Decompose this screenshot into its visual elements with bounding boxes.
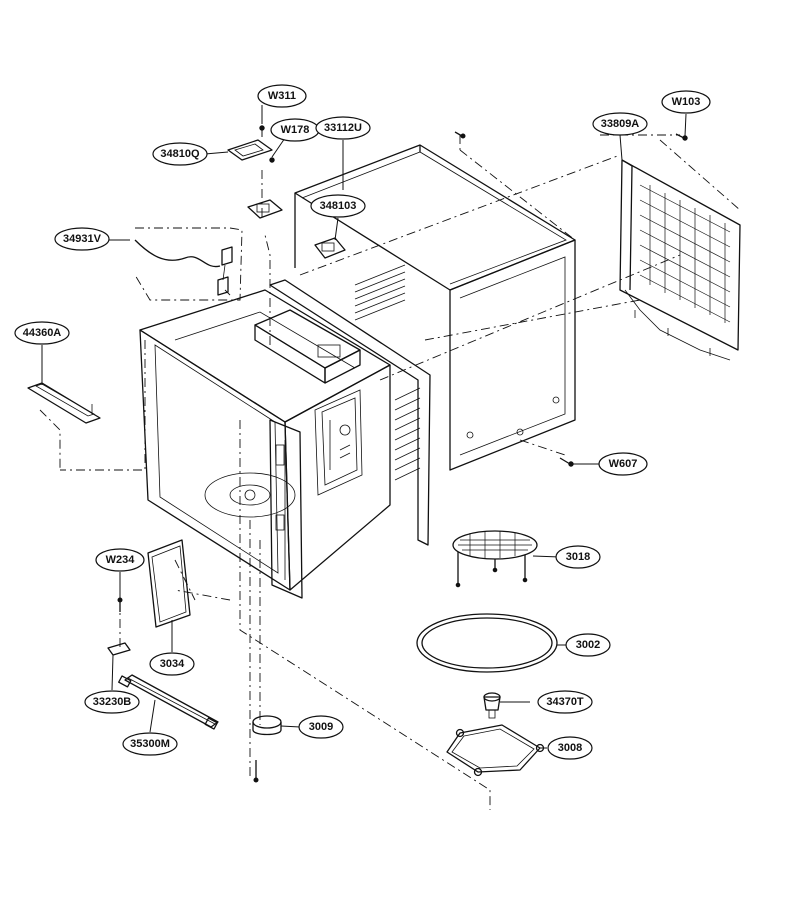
callout-3009-label: 3009 — [309, 721, 333, 733]
callout-w178: W178 — [270, 118, 320, 142]
part-w607-screw — [559, 457, 574, 467]
callout-34370t: 34370T — [537, 690, 593, 714]
callout-w103-ellipse — [661, 90, 711, 114]
callout-33809a: 33809A — [592, 112, 648, 136]
callout-348103-ellipse — [310, 194, 366, 218]
callout-34931v-label: 34931V — [63, 233, 102, 245]
callout-33230b-ellipse — [84, 690, 140, 714]
part-3009-lamp — [252, 715, 282, 783]
back-grille-cover — [619, 159, 741, 361]
callout-44360a-label: 44360A — [23, 327, 62, 339]
callout-348103: 348103 — [310, 194, 366, 218]
part-3008-roller-guide — [446, 724, 545, 777]
part-3018-rack — [452, 530, 538, 588]
part-44360a-bracket — [27, 375, 101, 424]
callout-3008-label: 3008 — [558, 742, 582, 754]
callout-33230b: 33230B — [84, 690, 140, 714]
callout-w311: W311 — [257, 84, 307, 108]
callout-34931v-ellipse — [54, 227, 110, 251]
part-348103 — [247, 199, 346, 259]
part-35300m-heater — [118, 674, 219, 730]
callout-35300m-label: 35300M — [130, 738, 170, 750]
callout-w607-label: W607 — [609, 458, 638, 470]
callout-44360a-ellipse — [14, 321, 70, 345]
callout-3034: 3034 — [149, 652, 195, 676]
callout-35300m-ellipse — [122, 732, 178, 756]
callout-3008: 3008 — [547, 736, 593, 760]
callout-33112u-label: 33112U — [324, 122, 362, 134]
control-board — [314, 389, 363, 496]
callout-3018-ellipse — [555, 545, 601, 569]
part-3034-cover — [147, 539, 191, 628]
outer-cabinet — [294, 144, 576, 471]
callout-35300m: 35300M — [122, 732, 178, 756]
callout-33112u-ellipse — [315, 116, 371, 140]
callout-34810q: 34810Q — [152, 142, 208, 166]
inner-cavity — [139, 279, 431, 599]
callout-33809a-ellipse — [592, 112, 648, 136]
callout-w607-ellipse — [598, 452, 648, 476]
callout-3002-ellipse — [565, 633, 611, 657]
leader-lines — [41, 105, 687, 749]
callout-w234-label: W234 — [106, 554, 136, 566]
callout-348103-label: 348103 — [320, 200, 357, 212]
callout-34370t-ellipse — [537, 690, 593, 714]
callout-3008-ellipse — [547, 736, 593, 760]
callout-w311-ellipse — [257, 84, 307, 108]
callout-3018-label: 3018 — [566, 551, 590, 563]
callout-3002: 3002 — [565, 633, 611, 657]
callout-33809a-label: 33809A — [601, 118, 640, 130]
callout-w103-label: W103 — [672, 96, 701, 108]
cabinet-top-screw — [454, 131, 466, 139]
callout-3009-ellipse — [298, 715, 344, 739]
callout-34810q-label: 34810Q — [160, 148, 200, 160]
cabinet-vents — [354, 264, 406, 321]
part-34810q-bracket — [227, 125, 275, 163]
magnetron-housing — [254, 309, 361, 384]
callout-34931v: 34931V — [54, 227, 110, 251]
side-vent — [394, 387, 421, 481]
callout-3009: 3009 — [298, 715, 344, 739]
grille-bars — [639, 184, 731, 323]
callout-3034-ellipse — [149, 652, 195, 676]
part-33230b-bracket — [107, 642, 131, 656]
part-3002-ring — [416, 613, 558, 673]
callout-w234-ellipse — [95, 548, 145, 572]
callout-3034-label: 3034 — [160, 658, 185, 670]
callout-3002-label: 3002 — [576, 639, 600, 651]
callout-44360a: 44360A — [14, 321, 70, 345]
part-w234-screw — [117, 597, 123, 612]
callout-w103: W103 — [661, 90, 711, 114]
part-34370t-coupler — [483, 692, 501, 719]
part-34931v-harness — [134, 227, 243, 301]
callout-w178-label: W178 — [281, 124, 310, 136]
callout-w607: W607 — [598, 452, 648, 476]
callout-34810q-ellipse — [152, 142, 208, 166]
callout-33230b-label: 33230B — [93, 696, 132, 708]
callout-3018: 3018 — [555, 545, 601, 569]
callout-34370t-label: 34370T — [546, 696, 584, 708]
callout-w311-label: W311 — [268, 90, 296, 102]
callout-33112u: 33112U — [315, 116, 371, 140]
callout-w234: W234 — [95, 548, 145, 572]
